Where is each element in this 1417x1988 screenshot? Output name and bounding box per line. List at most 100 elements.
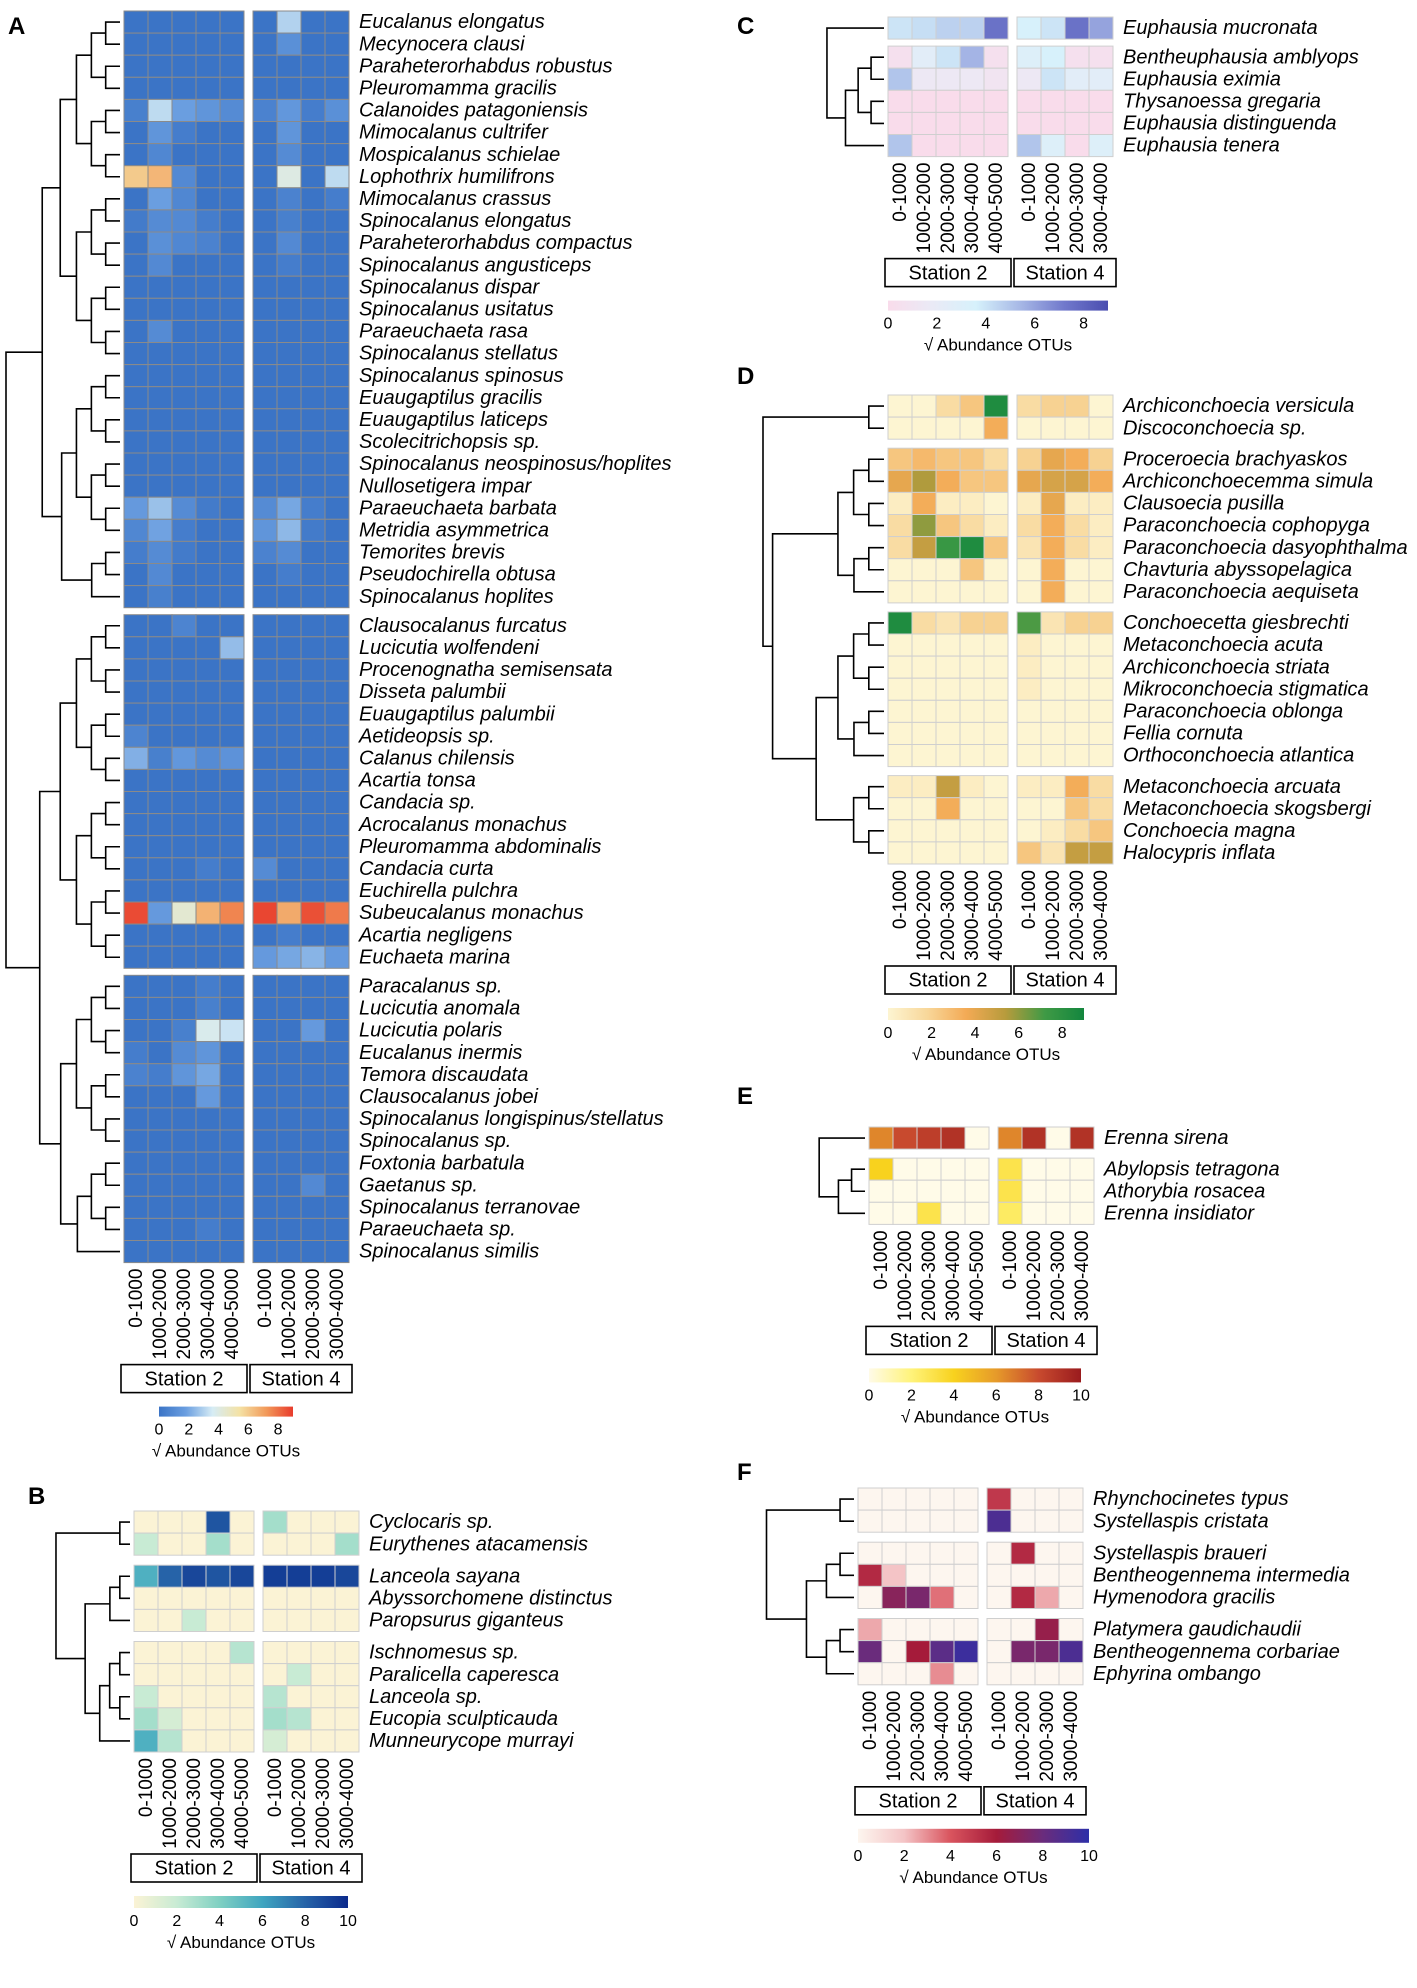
species-label: Acrocalanus monachus bbox=[358, 814, 567, 836]
heat-cell bbox=[219, 1063, 245, 1087]
heat-cell bbox=[276, 1041, 302, 1065]
heat-cell bbox=[300, 585, 326, 609]
heat-cell bbox=[324, 474, 350, 498]
heat-cell bbox=[252, 518, 278, 542]
heat-cell bbox=[935, 45, 961, 69]
dendrogram-branch bbox=[104, 419, 120, 443]
dendrogram-branch bbox=[90, 1085, 106, 1131]
heat-cell bbox=[300, 1107, 326, 1131]
heat-cell bbox=[1040, 841, 1066, 865]
heat-cell bbox=[219, 636, 245, 660]
heat-cell bbox=[181, 1608, 207, 1633]
heat-cell bbox=[276, 1107, 302, 1131]
heat-cell bbox=[286, 1510, 312, 1534]
heat-cell bbox=[911, 558, 937, 582]
column-tick-label: 4000-5000 bbox=[956, 1691, 977, 1782]
heat-cell bbox=[887, 134, 913, 158]
heat-cell bbox=[133, 1608, 159, 1633]
species-label: Spinocalanus angusticeps bbox=[359, 254, 591, 276]
station-box bbox=[1013, 257, 1117, 288]
heat-cell bbox=[929, 1541, 955, 1565]
heat-cell bbox=[133, 1641, 159, 1665]
heat-cell bbox=[929, 1585, 955, 1610]
heat-cell bbox=[276, 364, 302, 388]
heat-cell bbox=[1088, 775, 1114, 799]
heat-cell bbox=[1064, 67, 1090, 91]
panel-label: C bbox=[737, 13, 754, 40]
heat-cell bbox=[123, 1019, 149, 1043]
heat-cell bbox=[911, 491, 937, 515]
heat-cell bbox=[1016, 558, 1042, 582]
species-label: Procenognatha semisensata bbox=[359, 659, 613, 681]
heat-cell bbox=[252, 10, 278, 34]
heat-cell bbox=[147, 791, 173, 815]
heat-cell bbox=[276, 563, 302, 587]
heat-cell bbox=[219, 1217, 245, 1242]
heat-cell bbox=[147, 98, 173, 123]
heat-cell bbox=[300, 791, 326, 815]
heat-cell bbox=[147, 680, 173, 704]
heat-cell bbox=[147, 724, 173, 748]
heat-cell bbox=[276, 636, 302, 660]
dendrogram-branch bbox=[104, 21, 120, 45]
heat-cell bbox=[892, 1179, 918, 1203]
heat-cell bbox=[195, 658, 221, 682]
heat-cell bbox=[935, 580, 961, 604]
heat-cell bbox=[123, 768, 149, 793]
dendrogram-branch bbox=[104, 1162, 120, 1187]
species-label: Pseudochirella obtusa bbox=[359, 564, 556, 586]
heat-cell bbox=[133, 1663, 159, 1687]
heat-cell bbox=[1088, 134, 1114, 158]
heat-cell bbox=[300, 540, 326, 565]
species-label: Paraheterorhabdus robustus bbox=[359, 55, 613, 77]
heat-cell bbox=[953, 1563, 979, 1587]
heat-cell bbox=[887, 699, 913, 723]
heat-cell bbox=[181, 1729, 207, 1753]
heat-cell bbox=[123, 297, 149, 321]
heat-cell bbox=[219, 1085, 245, 1109]
heat-cell bbox=[1064, 134, 1090, 158]
heat-cell bbox=[1064, 841, 1090, 865]
heat-cell bbox=[300, 209, 326, 233]
heat-cell bbox=[857, 1487, 883, 1511]
heat-cell bbox=[300, 614, 326, 638]
dendrogram-branch bbox=[98, 1684, 130, 1742]
heat-cell bbox=[1034, 1585, 1060, 1610]
dendrogram-branch bbox=[868, 405, 884, 429]
species-label: Spinocalanus terranovae bbox=[359, 1197, 580, 1219]
heat-cell bbox=[252, 923, 278, 947]
heat-cell bbox=[147, 813, 173, 837]
heat-cell bbox=[252, 835, 278, 859]
species-label: Spinocalanus elongatus bbox=[359, 210, 571, 232]
heat-cell bbox=[147, 1240, 173, 1264]
column-tick-label: 0-1000 bbox=[265, 1758, 286, 1817]
heat-cell bbox=[881, 1618, 907, 1642]
heat-cell bbox=[1016, 491, 1042, 515]
heat-cell bbox=[262, 1510, 288, 1534]
heat-cell bbox=[881, 1640, 907, 1664]
colorbar-title: √ Abundance OTUs bbox=[152, 1442, 300, 1461]
heat-cell bbox=[1088, 580, 1114, 604]
heat-cell bbox=[252, 879, 278, 903]
heat-cell bbox=[324, 1063, 350, 1087]
colorbar bbox=[159, 1406, 293, 1417]
dendrogram bbox=[826, 27, 884, 147]
heat-cell bbox=[219, 923, 245, 947]
dendrogram-branch bbox=[868, 622, 884, 646]
species-label: Paraconchoecia oblonga bbox=[1123, 701, 1343, 723]
heat-cell bbox=[219, 275, 245, 299]
heat-cell bbox=[219, 165, 245, 189]
dendrogram-branch bbox=[104, 669, 120, 693]
column-tick-label: 2000-3000 bbox=[1048, 1230, 1069, 1321]
species-label: Archiconchoecemma simula bbox=[1122, 471, 1373, 493]
heat-cell bbox=[252, 297, 278, 321]
heat-cell bbox=[964, 1126, 990, 1150]
heat-cell bbox=[1010, 1541, 1036, 1565]
heat-cell bbox=[911, 699, 937, 723]
heat-cell bbox=[1016, 677, 1042, 701]
heat-cell bbox=[983, 841, 1009, 865]
heat-cell bbox=[887, 677, 913, 701]
heat-cell bbox=[276, 746, 302, 770]
heat-cell bbox=[171, 386, 197, 410]
heat-cell bbox=[911, 45, 937, 69]
